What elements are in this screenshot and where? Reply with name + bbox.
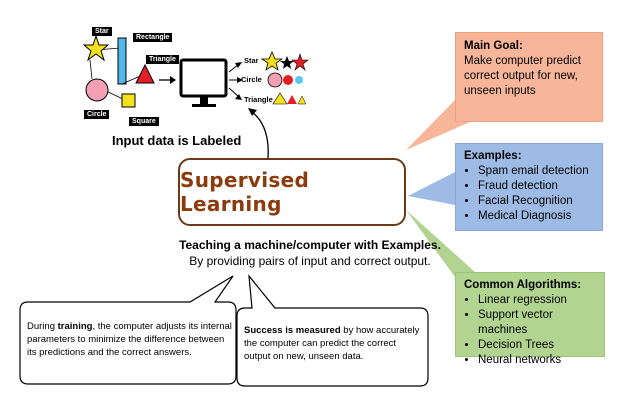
center-title: Supervised Learning: [180, 168, 310, 216]
list-item: Fraud detection: [478, 179, 594, 194]
examples-list: Spam email detection Fraud detection Fac…: [464, 164, 594, 224]
triangle-shape: [135, 63, 155, 84]
star-shape: [82, 34, 110, 62]
algorithms-list: Linear regression Support vector machine…: [464, 293, 596, 368]
output-star-yellow: [260, 50, 284, 71]
teaching-line-2: By providing pairs of input and correct …: [189, 254, 431, 268]
input-arrowhead: [170, 76, 176, 84]
shape-label-triangle: Triangle: [146, 55, 179, 64]
list-item: Decision Trees: [478, 338, 596, 353]
algorithms-title: Common Algorithms:: [464, 279, 582, 291]
shape-label-square: Square: [129, 117, 159, 126]
success-note: Success is measured by how accurately th…: [244, 324, 424, 363]
training-note-rest: , the computer adjusts its internal para…: [27, 321, 232, 358]
main-goal-text: Make computer predict correct output for…: [464, 55, 581, 97]
output-triangle-yellow-small: [297, 95, 307, 105]
algorithms-callout-wedge: [406, 210, 475, 277]
output-circle-pink: [267, 72, 283, 88]
feedback-arrow: [251, 111, 269, 159]
training-note-bold: training: [57, 321, 93, 332]
main-goal-title: Main Goal:: [464, 40, 523, 52]
algorithms-panel: Common Algorithms: Linear regression Sup…: [455, 272, 605, 366]
training-note: During training, the computer adjusts it…: [27, 320, 232, 359]
teaching-line-1: Teaching a machine/computer with Example…: [179, 238, 441, 252]
examples-callout-wedge: [408, 172, 455, 205]
shape-label-star: Star: [92, 27, 112, 36]
list-item: Neural networks: [478, 353, 596, 368]
list-item: Linear regression: [478, 293, 596, 308]
output-label-star: Star: [244, 56, 259, 65]
success-note-bold: Success is measured: [244, 325, 341, 336]
shape-label-circle: Circle: [84, 110, 110, 119]
shape-label-rectangle: Rectangle: [133, 33, 173, 42]
circle-shape: [85, 78, 109, 102]
output-label-triangle: Triangle: [244, 95, 273, 104]
list-item: Medical Diagnosis: [478, 209, 594, 224]
training-note-prefix: During: [27, 321, 58, 332]
output-star-red: [291, 53, 309, 71]
supervised-learning-box: Supervised Learning: [178, 158, 406, 226]
examples-title: Examples:: [464, 150, 522, 162]
main-goal-panel: Main Goal: Make computer predict correct…: [455, 32, 603, 122]
output-star-black: [280, 56, 294, 69]
list-item: Support vector machines: [478, 308, 596, 338]
input-caption: Input data is Labeled: [112, 133, 242, 148]
training-speech-bubble: [19, 275, 237, 385]
output-circle-red: [283, 75, 293, 85]
goal-callout-wedge: [406, 100, 470, 150]
output-triangle-red: [287, 95, 297, 104]
list-item: Facial Recognition: [478, 194, 594, 209]
feedback-arrowhead: [248, 108, 257, 116]
rectangle-shape: [117, 37, 127, 85]
output-circle-cyan: [295, 76, 303, 84]
output-label-circle: Circle: [241, 75, 262, 84]
success-note-rest: by how accurately the computer can predi…: [244, 325, 420, 362]
square-shape: [121, 93, 136, 108]
computer-monitor-icon: [179, 58, 228, 98]
list-item: Spam email detection: [478, 164, 594, 179]
output-triangle-yellow: [272, 92, 288, 105]
success-speech-bubble: [236, 274, 429, 387]
examples-panel: Examples: Spam email detection Fraud det…: [455, 143, 603, 231]
